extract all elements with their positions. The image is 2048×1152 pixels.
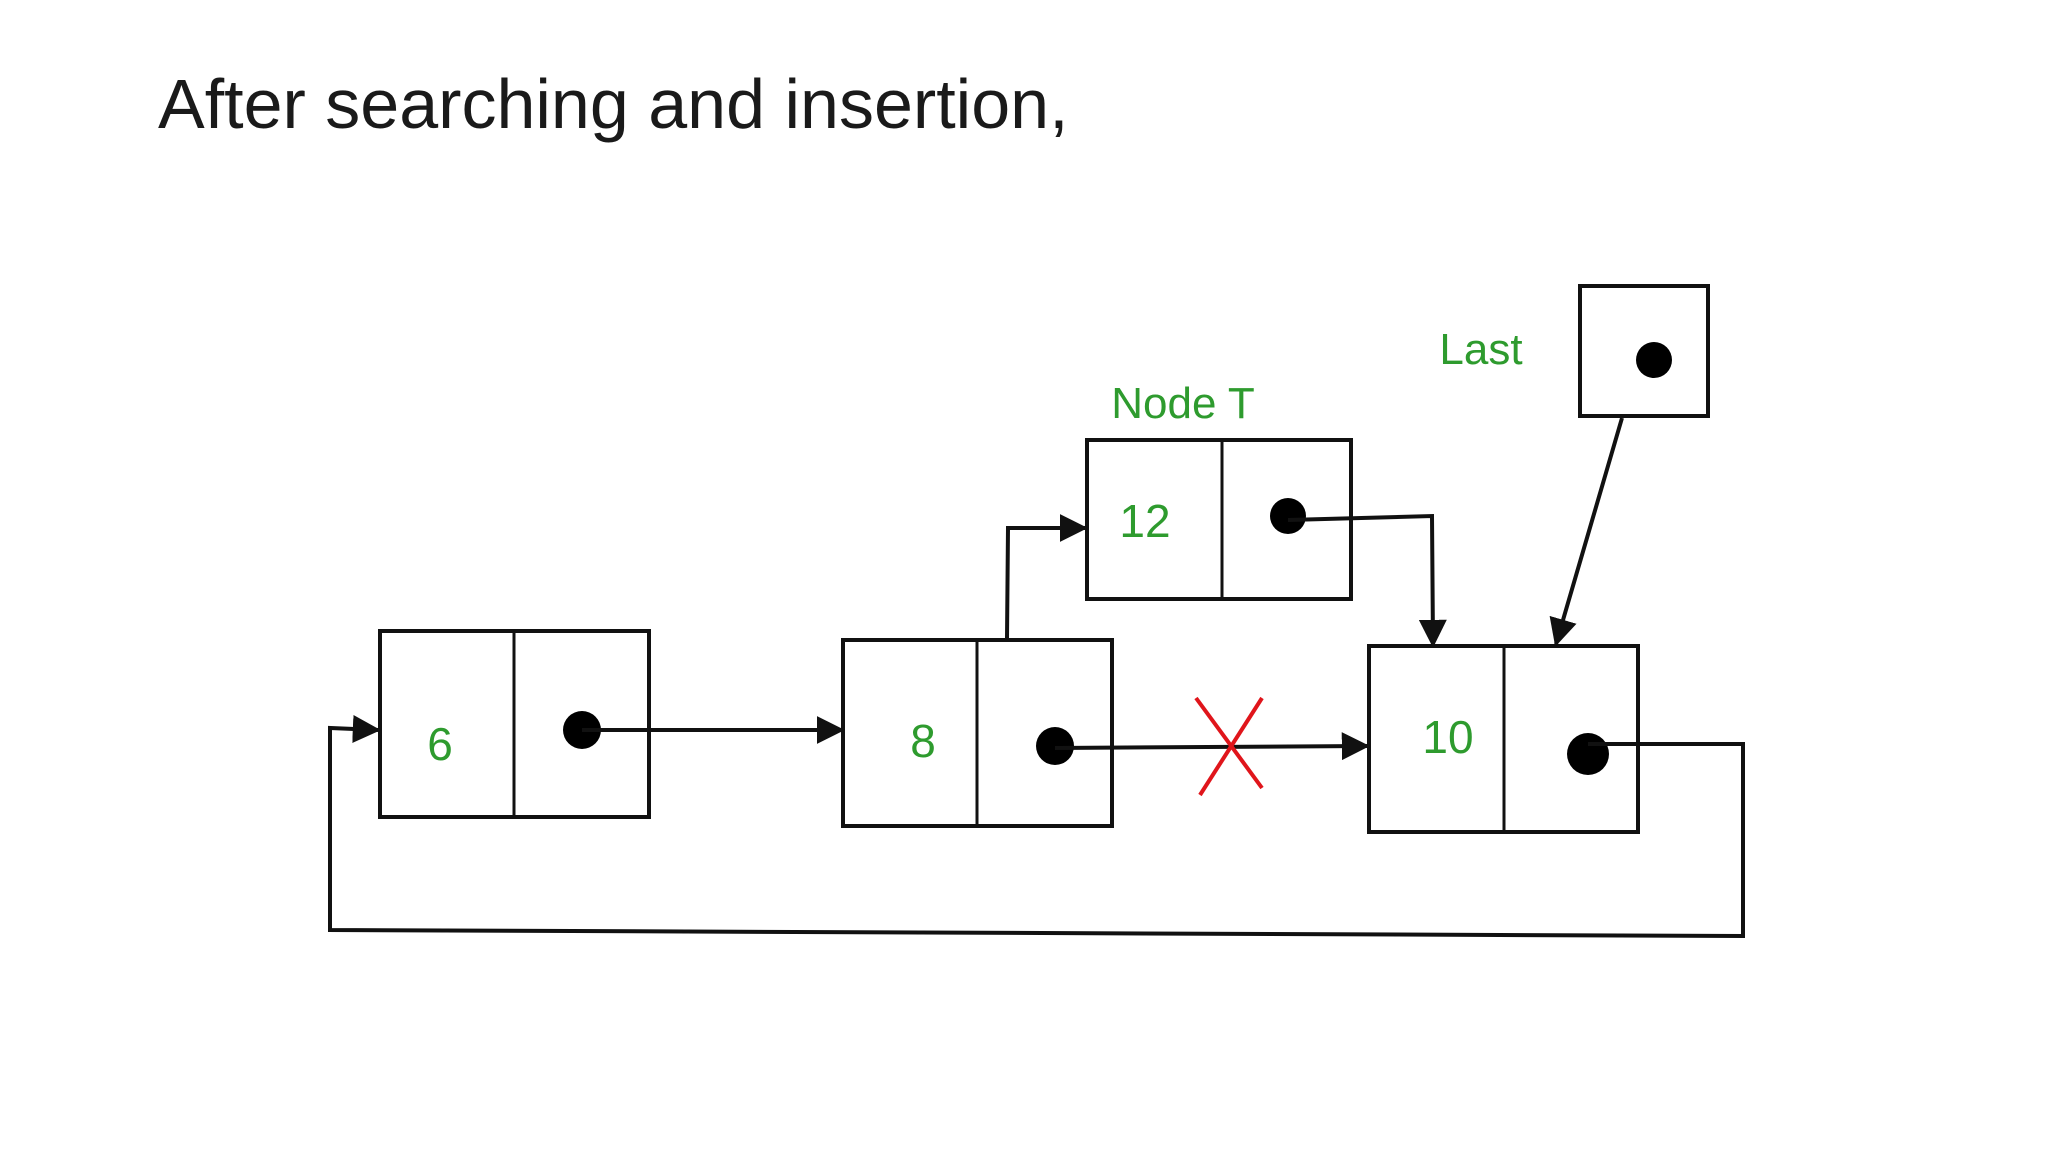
node-8-value: 8 — [910, 715, 936, 767]
node-10-pointer-dot — [1567, 733, 1609, 775]
slide-title: After searching and insertion, — [158, 65, 1069, 143]
node-6-value: 6 — [427, 718, 453, 770]
link-8-to-12 — [1005, 514, 1088, 639]
node-6: 6 — [378, 629, 651, 819]
node-12-pointer-dot — [1270, 498, 1306, 534]
node-12-value: 12 — [1119, 495, 1170, 547]
link-12-to-10 — [1287, 513, 1447, 648]
link-10-to-6 — [328, 714, 1745, 939]
label-last: Last — [1439, 325, 1522, 374]
last-pointer-dot — [1636, 342, 1672, 378]
removed-link-cross-icon — [1194, 696, 1264, 797]
node-10: 10 — [1367, 644, 1640, 834]
link-last-to-10 — [1549, 417, 1624, 647]
node-10-value: 10 — [1422, 711, 1473, 763]
removed-link-8-to-10 — [1054, 732, 1370, 761]
node-8: 8 — [841, 638, 1114, 828]
last-pointer — [1578, 284, 1710, 418]
label-node-t: Node T — [1111, 379, 1255, 428]
